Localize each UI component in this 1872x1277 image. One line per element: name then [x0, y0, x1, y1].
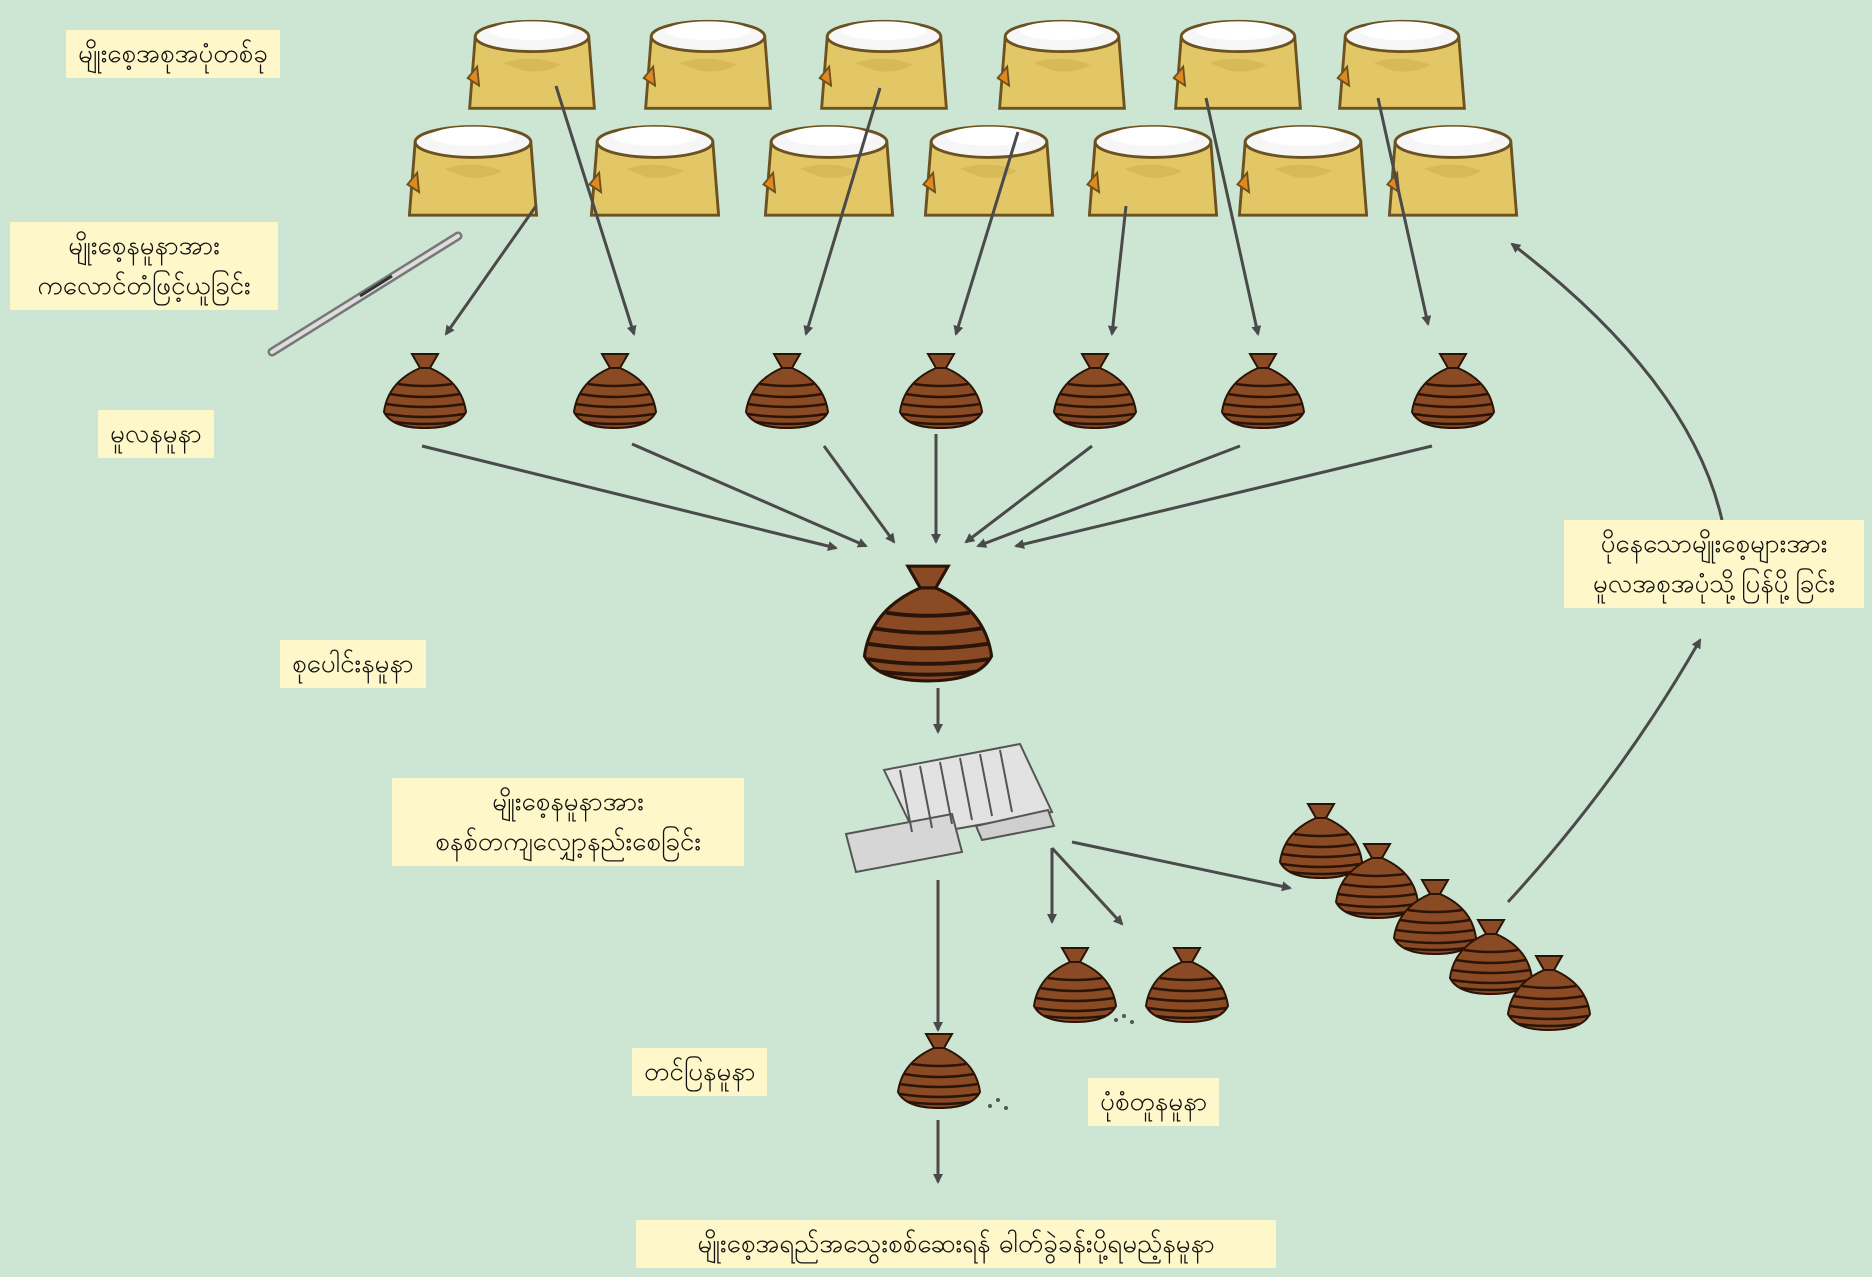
sampling-probe-icon: [267, 231, 463, 357]
grain-sack-icon: [1085, 124, 1219, 217]
label-seed-lot: မျိုးစေ့အစုအပုံတစ်ခု: [66, 30, 280, 78]
composite-sample-bag-icon: [862, 564, 994, 683]
duplicate-sample-bag-icon: [1032, 946, 1118, 1024]
label-probe-sampling-line2: ကလောင်တံဖြင့်ယူခြင်း: [37, 271, 251, 301]
grain-sack-icon: [921, 124, 1055, 217]
grain-sack-icon: [1336, 19, 1466, 110]
label-return-excess-line1: ပိုနေသောမျိုးစေ့များအား: [1600, 529, 1828, 559]
grain-sack-icon: [1235, 124, 1369, 217]
duplicate-sample-bag-icon: [1144, 946, 1230, 1024]
sample-bag-icon: [382, 352, 468, 430]
label-return-excess: ပိုနေသောမျိုးစေ့များအား မူလအစုအပုံသို့ပြ…: [1564, 520, 1864, 608]
label-sample-reduction-line2: စနစ်တကျလျှော့နည်းစေခြင်း: [435, 827, 701, 857]
sample-bag-icon: [1220, 352, 1306, 430]
grain-sack-icon: [818, 19, 948, 110]
label-sample-reduction-line1: မျိုးစေ့နမူနာအား: [492, 787, 644, 817]
submitted-sample-bag-icon: [896, 1032, 982, 1110]
sample-bag-icon: [1410, 352, 1496, 430]
label-submitted-sample: တင်ပြနမူနာ: [632, 1048, 768, 1096]
label-probe-sampling: မျိုးစေ့နမူနာအား ကလောင်တံဖြင့်ယူခြင်း: [10, 222, 278, 310]
spilled-seeds: [988, 1014, 1134, 1110]
label-duplicate-sample: ပုံစံတူနမူနာ: [1088, 1078, 1220, 1126]
composite-arrows: [421, 434, 1433, 551]
label-primary-sample: မူလနမူနာ: [98, 410, 214, 458]
sample-bag-icon: [1052, 352, 1138, 430]
label-lab-sample: မျိုးစေ့အရည်အသွေးစစ်ဆေးရန် ဓါတ်ခွဲခန်းပိ…: [636, 1220, 1276, 1268]
grain-sack-icon: [466, 19, 596, 110]
grain-sack-icon: [587, 124, 721, 217]
grain-sack-icon: [405, 124, 539, 217]
sample-bag-icon: [898, 352, 984, 430]
sample-bag-icon: [572, 352, 658, 430]
grain-sack-icon: [1385, 124, 1519, 217]
grain-sack-icon: [1172, 19, 1302, 110]
label-sample-reduction: မျိုးစေ့နမူနာအား စနစ်တကျလျှော့နည်းစေခြင်…: [392, 778, 744, 866]
label-return-excess-line2: မူလအစုအပုံသို့ပြန်ပို့ခြင်း: [1592, 569, 1836, 599]
sample-bag-icon: [744, 352, 830, 430]
grain-sack-icon: [761, 124, 895, 217]
label-composite-sample: စုပေါင်းနမူနာ: [280, 640, 426, 688]
riffle-divider-icon: [844, 742, 1056, 874]
label-probe-sampling-line1: မျိုးစေ့နမူနာအား: [68, 231, 220, 261]
excess-sample-bag-icon: [1278, 802, 1364, 880]
grain-sack-icon: [996, 19, 1126, 110]
divider-arrows: [933, 242, 1724, 1184]
grain-sack-icon: [642, 19, 772, 110]
sampling-arrows: [444, 85, 1432, 336]
